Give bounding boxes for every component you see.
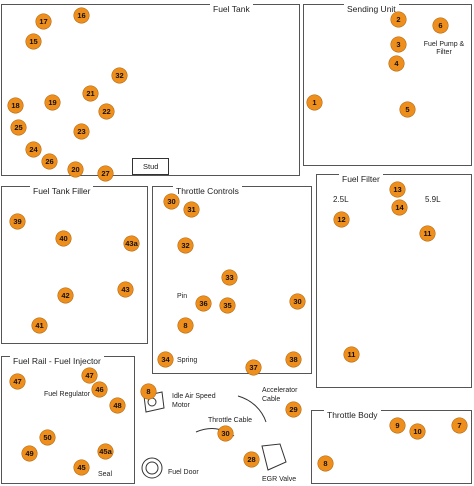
stud-label: Stud [132, 158, 170, 175]
callout-throttle-38[interactable]: 38 [286, 352, 301, 367]
callout-fuel-tank-17[interactable]: 17 [36, 14, 51, 29]
callout-fuel-tank-22[interactable]: 22 [99, 104, 114, 119]
idle-air-speed-motor-label: Idle Air Speed Motor [172, 393, 216, 409]
callout-throttle-34[interactable]: 34 [158, 352, 173, 367]
callout-throttle-36[interactable]: 36 [196, 296, 211, 311]
callout-rail-46[interactable]: 46 [92, 382, 107, 397]
spring-label: Spring [177, 357, 198, 364]
callout-rail-49[interactable]: 49 [22, 446, 37, 461]
callout-throttle-8[interactable]: 8 [178, 318, 193, 333]
callout-sending-unit-6[interactable]: 6 [433, 18, 448, 33]
callout-filler-40[interactable]: 40 [56, 231, 71, 246]
accelerator-cable-label: Accelerator Cable [262, 387, 298, 403]
fuel-door-label: Fuel Door [168, 469, 199, 476]
throttle-cable-label: Throttle Cable [208, 417, 252, 424]
callout-fuel-tank-18[interactable]: 18 [8, 98, 23, 113]
callout-filter-11b[interactable]: 11 [344, 347, 359, 362]
engine-5-9l-label: 5.9L [425, 195, 441, 204]
callout-rail-50[interactable]: 50 [40, 430, 55, 445]
callout-sending-unit-3[interactable]: 3 [391, 37, 406, 52]
callout-fuel-tank-20[interactable]: 20 [68, 162, 83, 177]
callout-rail-45a[interactable]: 45a [98, 444, 113, 459]
callout-throttle-30b[interactable]: 30 [290, 294, 305, 309]
callout-body-10[interactable]: 10 [410, 424, 425, 439]
callout-filler-42[interactable]: 42 [58, 288, 73, 303]
fuel-rail-title: Fuel Rail - Fuel Injector [10, 356, 104, 366]
throttle-body-title: Throttle Body [324, 410, 381, 420]
fuel-filter-title: Fuel Filter [339, 174, 383, 184]
callout-fuel-tank-21[interactable]: 21 [83, 86, 98, 101]
callout-fuel-tank-23[interactable]: 23 [74, 124, 89, 139]
callout-sending-unit-5[interactable]: 5 [400, 102, 415, 117]
callout-throttle-33[interactable]: 33 [222, 270, 237, 285]
callout-filter-12[interactable]: 12 [334, 212, 349, 227]
callout-rail-47b[interactable]: 47 [82, 368, 97, 383]
callout-filler-39[interactable]: 39 [10, 214, 25, 229]
fuel-tank-panel: Fuel Tank Stud [1, 4, 300, 176]
callout-filler-43[interactable]: 43 [118, 282, 133, 297]
callout-sending-unit-1[interactable]: 1 [307, 95, 322, 110]
fuel-tank-filler-title: Fuel Tank Filler [30, 186, 94, 196]
callout-rail-45[interactable]: 45 [74, 460, 89, 475]
seal-label: Seal [98, 471, 113, 478]
callout-fuel-tank-19[interactable]: 19 [45, 95, 60, 110]
callout-throttle-31[interactable]: 31 [184, 202, 199, 217]
callout-sending-unit-2[interactable]: 2 [391, 12, 406, 27]
callout-fuel-tank-27[interactable]: 27 [98, 166, 113, 181]
callout-rail-47a[interactable]: 47 [10, 374, 25, 389]
fuel-pump-filter-label: Fuel Pump & Filter [423, 41, 465, 56]
callout-filter-11a[interactable]: 11 [420, 226, 435, 241]
callout-fuel-tank-15[interactable]: 15 [26, 34, 41, 49]
callout-body-7[interactable]: 7 [452, 418, 467, 433]
callout-filler-43a[interactable]: 43a [124, 236, 139, 251]
callout-filter-13[interactable]: 13 [390, 182, 405, 197]
callout-filter-14[interactable]: 14 [392, 200, 407, 215]
sending-unit-title: Sending Unit [344, 4, 399, 14]
callout-throttle-32[interactable]: 32 [178, 238, 193, 253]
throttle-controls-title: Throttle Controls [173, 186, 242, 196]
fuel-tank-filler-panel: Fuel Tank Filler [1, 186, 148, 344]
callout-filler-41[interactable]: 41 [32, 318, 47, 333]
fuel-regulator-label: Fuel Regulator [44, 391, 90, 398]
callout-misc-30[interactable]: 30 [218, 426, 233, 441]
callout-rail-48[interactable]: 48 [110, 398, 125, 413]
callout-misc-8[interactable]: 8 [141, 384, 156, 399]
callout-misc-29[interactable]: 29 [286, 402, 301, 417]
callout-throttle-30[interactable]: 30 [164, 194, 179, 209]
callout-misc-28[interactable]: 28 [244, 452, 259, 467]
callout-sending-unit-4[interactable]: 4 [389, 56, 404, 71]
callout-fuel-tank-26[interactable]: 26 [42, 154, 57, 169]
callout-fuel-tank-24[interactable]: 24 [26, 142, 41, 157]
callout-fuel-tank-16[interactable]: 16 [74, 8, 89, 23]
egr-valve-label: EGR Valve [262, 476, 297, 483]
pin-label: Pin [177, 293, 188, 300]
callout-fuel-tank-25[interactable]: 25 [11, 120, 26, 135]
callout-body-8[interactable]: 8 [318, 456, 333, 471]
callout-fuel-tank-32[interactable]: 32 [112, 68, 127, 83]
callout-throttle-35[interactable]: 35 [220, 298, 235, 313]
engine-2-5l-label: 2.5L [333, 195, 349, 204]
callout-body-9[interactable]: 9 [390, 418, 405, 433]
fuel-tank-title: Fuel Tank [210, 4, 253, 14]
callout-throttle-37[interactable]: 37 [246, 360, 261, 375]
